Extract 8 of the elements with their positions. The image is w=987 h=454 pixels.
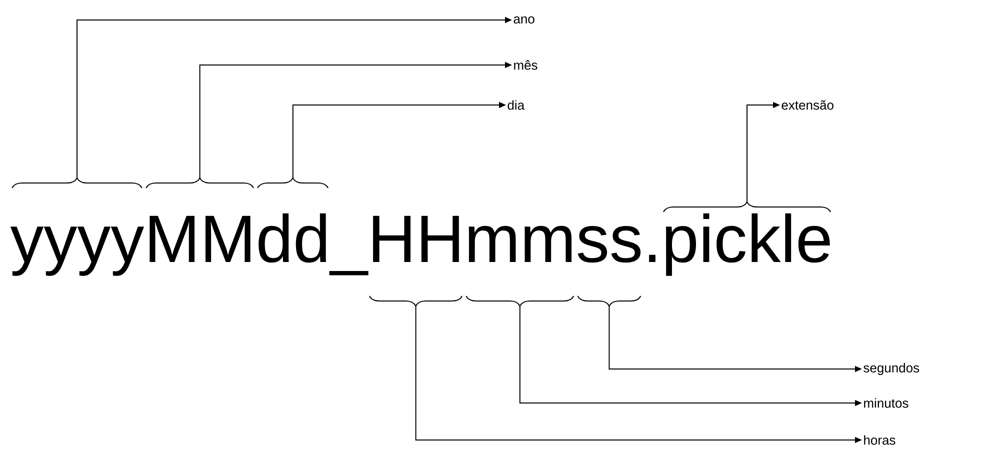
part-label: horas: [864, 435, 896, 445]
part-label: ano: [514, 16, 534, 24]
part-label: segundos: [864, 362, 920, 376]
part-label: minutos: [864, 398, 908, 408]
part-label: dia: [508, 100, 525, 110]
part-label: extensão: [782, 100, 834, 110]
filename-label: yyyyMMdd_HHmmss.pickle: [10, 213, 830, 276]
part-label: mês: [514, 60, 538, 70]
